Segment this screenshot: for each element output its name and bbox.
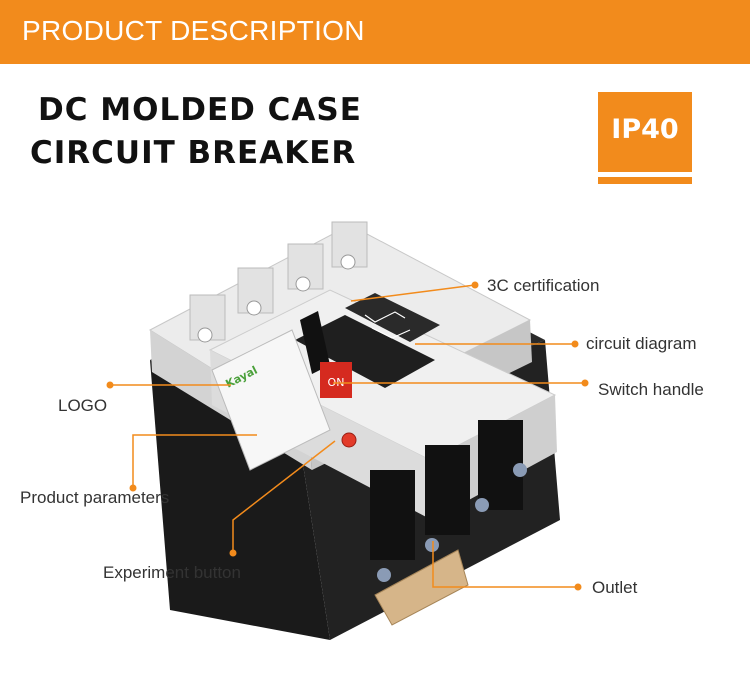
callout-outlet: Outlet	[592, 578, 638, 597]
callout-logo: LOGO	[58, 396, 108, 415]
callout-circuit-diagram: circuit diagram	[586, 334, 697, 353]
ip-rating-badge-underline	[598, 177, 692, 184]
callout-3c-certification: 3C certification	[487, 276, 600, 295]
ip-rating-badge: IP40	[598, 92, 692, 172]
ip-rating-text: IP40	[611, 114, 679, 145]
callout-lines	[110, 284, 585, 588]
header-title: PRODUCT DESCRIPTION	[22, 15, 365, 46]
product-title-line2: CIRCUIT BREAKER	[30, 135, 357, 171]
header-bar: PRODUCT DESCRIPTION	[0, 0, 750, 64]
top-terminals	[189, 221, 368, 343]
callout-dots	[106, 281, 589, 591]
product-title-line1: DC MOLDED CASE	[38, 92, 362, 128]
callout-product-parameters: Product parameters	[20, 488, 170, 507]
bottom-terminals	[370, 420, 527, 626]
switch-window	[295, 293, 440, 388]
callout-experiment-button: Experiment button	[103, 563, 241, 582]
callout-switch-handle: Switch handle	[598, 380, 704, 399]
experiment-button[interactable]	[341, 432, 357, 448]
switch-handle[interactable]: ON	[300, 311, 352, 398]
